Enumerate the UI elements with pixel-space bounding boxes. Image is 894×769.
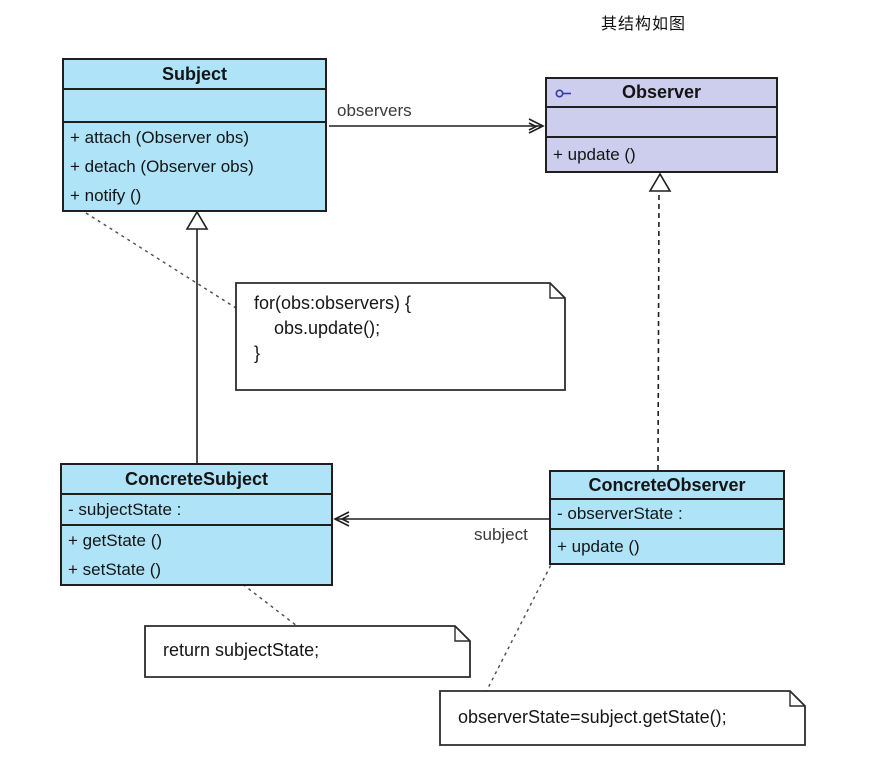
method-update: + update () (557, 537, 640, 556)
open-arrowhead-icon (528, 122, 538, 131)
class-concrete-observer-title: ConcreteObserver (551, 472, 783, 500)
note-line: } (254, 343, 261, 363)
class-subject: Subject + attach (Observer obs) + detach… (62, 58, 327, 212)
method-set-state: + setState () (68, 560, 162, 579)
subject-association-edge (333, 511, 549, 527)
open-arrowhead-icon (528, 118, 545, 134)
class-concrete-subject-title: ConcreteSubject (62, 465, 331, 495)
attribute-observer-state: - observerState : (557, 504, 683, 523)
note-return-text: return subjectState; (163, 638, 319, 663)
class-concrete-observer: ConcreteObserver - observerState : + upd… (549, 470, 785, 565)
class-observer-title: Observer (547, 79, 776, 108)
hollow-triangle-icon (185, 210, 209, 230)
class-concrete-subject-attributes: - subjectState : (62, 495, 331, 526)
note-anchor-update-assign (485, 552, 558, 693)
note-line: return subjectState; (163, 640, 320, 660)
class-concrete-observer-methods: + update () (551, 530, 783, 563)
note-forloop-text: for(obs:observers) { obs.update(); } (254, 291, 411, 366)
method-detach: + detach (Observer obs) (70, 157, 254, 176)
class-observer-attributes (547, 108, 776, 138)
attribute-subject-state: - subjectState : (68, 500, 182, 519)
edge-label-observers: observers (337, 101, 412, 120)
method-attach: + attach (Observer obs) (70, 128, 250, 147)
interface-lollipop-icon (555, 88, 571, 98)
realization-edge (648, 172, 672, 471)
observers-association-edge (329, 118, 545, 134)
open-arrowhead-icon (333, 511, 350, 527)
note-line: observerState=subject.getState(); (458, 707, 727, 727)
hollow-triangle-icon (648, 172, 672, 192)
class-subject-methods: + attach (Observer obs) + detach (Observ… (64, 123, 325, 210)
generalization-edge (185, 210, 209, 463)
class-concrete-observer-attributes: - observerState : (551, 500, 783, 530)
note-anchor-subject-forloop (85, 212, 237, 309)
edge-label-subject: subject (474, 525, 528, 544)
class-observer: Observer + update () (545, 77, 778, 173)
class-concrete-subject-methods: + getState () + setState () (62, 526, 331, 584)
open-arrowhead-icon (340, 514, 350, 524)
note-line: obs.update(); (254, 318, 381, 338)
class-observer-title-text: Observer (621, 82, 702, 102)
class-subject-attributes (64, 90, 325, 123)
note-assign-text: observerState=subject.getState(); (458, 705, 727, 730)
method-update: + update () (553, 145, 636, 164)
diagram-caption: 其结构如图 (601, 14, 687, 33)
method-notify: + notify () (70, 186, 142, 205)
class-concrete-subject: ConcreteSubject - subjectState : + getSt… (60, 463, 333, 586)
class-observer-methods: + update () (547, 138, 776, 171)
method-get-state: + getState () (68, 531, 163, 550)
note-line: for(obs:observers) { (254, 293, 412, 313)
class-subject-title: Subject (64, 60, 325, 90)
